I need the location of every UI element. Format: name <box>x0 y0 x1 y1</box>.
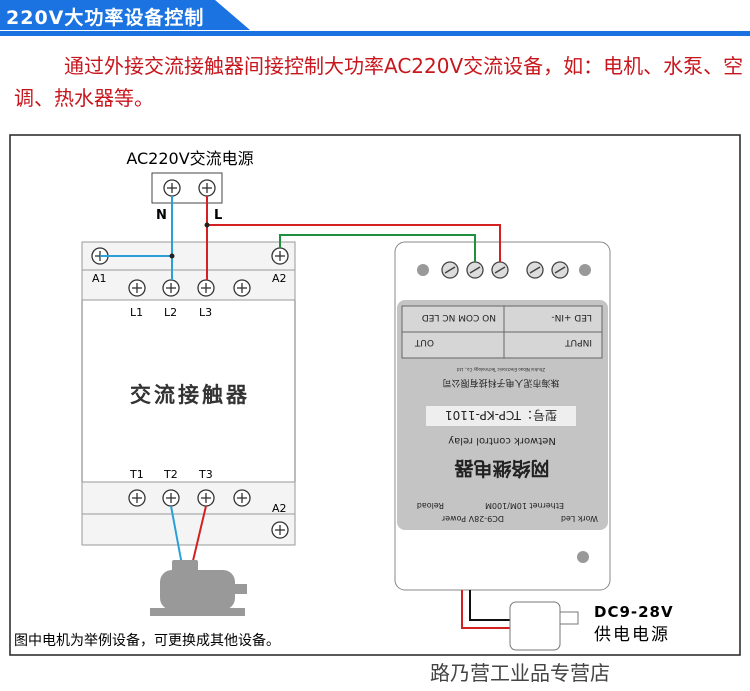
a2-label: A2 <box>272 272 287 285</box>
relay-power: DC9-28V Power <box>441 514 504 523</box>
terminal-n <box>163 179 181 197</box>
contactor-name: 交流接触器 <box>130 383 250 407</box>
intro-text: 通过外接交流接触器间接控制大功率AC220V交流设备，如：电机、水泵、空调、热水… <box>14 54 744 110</box>
relay-name-en: Network control relay <box>448 435 556 446</box>
l1-label: L1 <box>130 306 143 319</box>
t1-label: T1 <box>129 468 144 481</box>
t2-label: T2 <box>163 468 178 481</box>
l-label: L <box>214 208 222 223</box>
supply-label: 供电电源 <box>594 625 670 645</box>
watermark: 路乃营工业品专营店 <box>430 661 610 685</box>
relay-input-labels: LED +IN- <box>551 312 592 322</box>
section-header: 220V大功率设备控制 <box>0 0 250 30</box>
motor-icon <box>150 560 247 616</box>
contactor: A1 A2 L1 L2 L3 T1 T2 T3 A2 交流接触器 <box>81 241 296 546</box>
relay-company: 珠海市泥人电子科技有限公司 <box>442 377 559 389</box>
n-label: N <box>156 208 167 223</box>
power-source-label: AC220V交流电源 <box>126 149 253 168</box>
relay-out: OUT <box>414 337 434 347</box>
network-relay: Work Led DC9-28V Power Ethernet 10M/100M… <box>394 241 611 591</box>
relay-work-led: Work Led <box>561 514 598 523</box>
terminal-l <box>198 179 216 197</box>
header-divider <box>0 31 750 36</box>
a1-label: A1 <box>92 272 107 285</box>
section-title: 220V大功率设备控制 <box>6 7 205 29</box>
relay-name: 网络继电器 <box>454 457 550 480</box>
relay-input: INPUT <box>565 337 592 347</box>
diagram-frame <box>9 134 741 656</box>
relay-company-en: Zhuhai Nibao Electronic Technology Co., … <box>457 367 545 372</box>
l2-label: L2 <box>164 306 177 319</box>
wires <box>100 196 510 629</box>
l3-label: L3 <box>199 306 212 319</box>
caption: 图中电机为举例设备，可更换成其他设备。 <box>14 632 280 649</box>
relay-reload: Reload <box>417 501 444 510</box>
supply-voltage: DC9-28V <box>594 603 674 621</box>
a2-bottom-label: A2 <box>272 502 287 515</box>
t3-label: T3 <box>198 468 213 481</box>
relay-model: 型号：TCP-KP-1101 <box>445 408 557 422</box>
relay-output-labels: NO COM NC LED <box>422 312 496 322</box>
power-plug-icon <box>509 601 579 651</box>
relay-ethernet: Ethernet 10M/100M <box>485 501 564 510</box>
